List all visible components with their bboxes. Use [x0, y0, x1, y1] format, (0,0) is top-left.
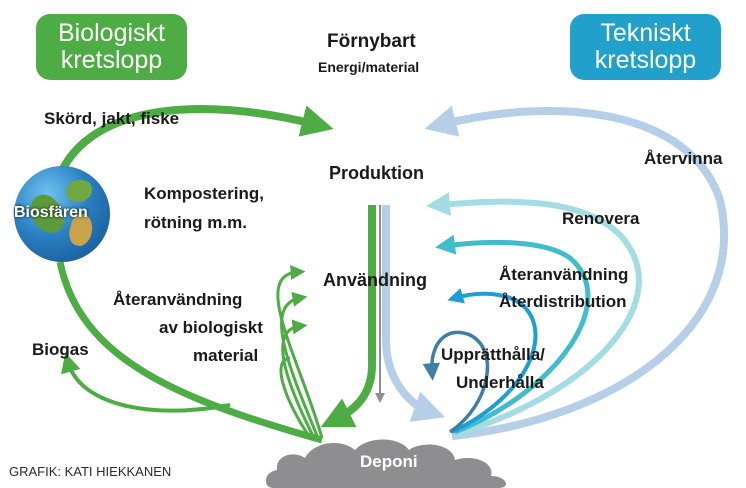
aterdistribution-label: Återdistribution	[499, 292, 627, 311]
tek-production-to-deponi-arrow	[382, 205, 446, 422]
bio-production-to-deponi-arrow	[320, 205, 376, 428]
kompostering-label-1: Kompostering,	[144, 184, 264, 203]
fornybart-label: Förnybart	[327, 31, 416, 52]
biogas-arrow	[61, 352, 231, 413]
atervinna-label: Återvinna	[644, 149, 723, 168]
skord-label: Skörd, jakt, fiske	[44, 109, 180, 128]
credit-label: GRAFIK: KATI HIEKKANEN	[9, 464, 172, 479]
underhalla-label: Underhålla	[456, 373, 544, 392]
tekniskt-kretslopp-box: Tekniskt kretslopp	[570, 14, 721, 80]
bio-reuse-arrow-4	[279, 356, 312, 439]
ateranvandning-tek-label: Återanvändning	[499, 265, 629, 284]
globe-icon	[14, 166, 110, 262]
biogas-label: Biogas	[32, 340, 89, 359]
deponi-label: Deponi	[360, 452, 418, 471]
biosphere-to-deponi-line	[56, 261, 323, 444]
ateranvandning-bio-label-1: Återanvändning	[113, 290, 243, 309]
anvandning-label: Användning	[323, 270, 427, 290]
renovera-label: Renovera	[562, 209, 640, 228]
ateranvandning-bio-label-3: material	[193, 346, 259, 365]
energi-material-label: Energi/material	[318, 59, 420, 75]
harvest-arrow	[56, 105, 334, 177]
ateranv-tek-arrow	[435, 234, 591, 435]
biosfaren-label: Biosfären	[14, 204, 88, 221]
deponi-cloud-icon	[265, 439, 506, 488]
renovera-arrow	[426, 192, 642, 437]
biologiskt-kretslopp-box: Biologiskt kretslopp	[36, 14, 187, 80]
uppratthalla-arrow	[422, 330, 490, 434]
produktion-label: Produktion	[329, 163, 424, 183]
aterdistribution-arrow	[447, 288, 538, 434]
bio-reuse-arrow-1	[276, 264, 324, 439]
atervinna-arrow	[424, 105, 729, 440]
uppratthalla-label: Upprätthålla/	[441, 345, 545, 364]
ateranvandning-bio-label-2: av biologiskt	[159, 318, 263, 337]
kompostering-label-2: rötning m.m.	[144, 213, 247, 232]
